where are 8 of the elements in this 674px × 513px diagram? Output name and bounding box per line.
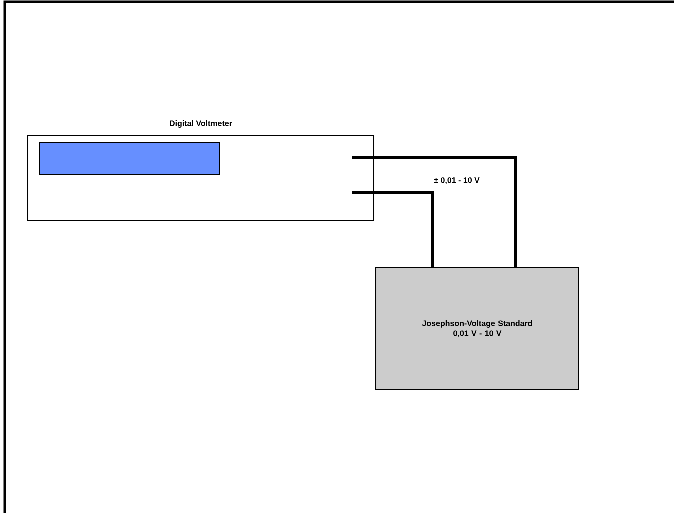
voltage-range-label: ± 0,01 - 10 V (434, 178, 480, 184)
wire (352, 156, 517, 268)
box-label: 0,01 V - 10 V (454, 330, 502, 338)
display-panel (39, 142, 220, 175)
box-label: Josephson-Voltage Standard (422, 320, 532, 328)
box-heading: Digital Voltmeter (170, 120, 232, 128)
wire (352, 191, 434, 268)
voltage-standard-box (376, 268, 580, 390)
